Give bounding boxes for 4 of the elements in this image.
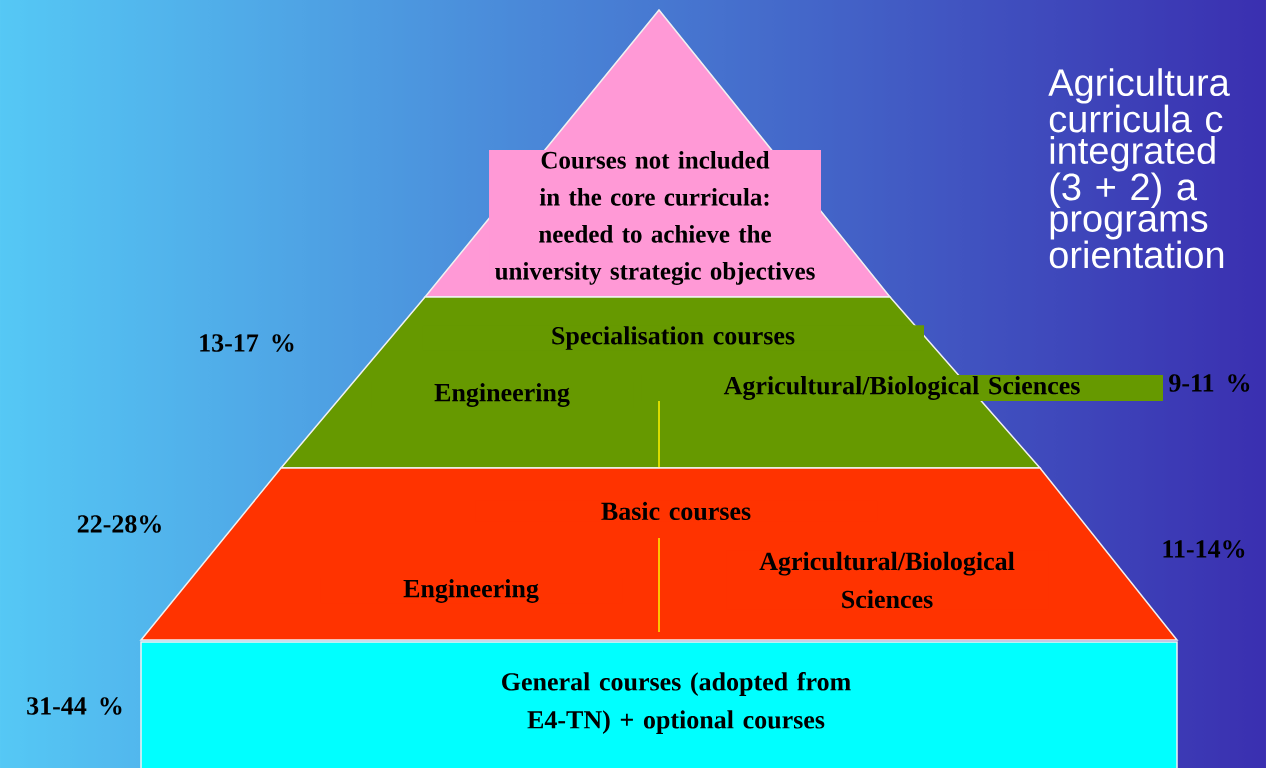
side-note: Agricultura curricula c integrated (3 + 2) a programs orientation: [1048, 68, 1230, 269]
percentage-label: 9-11 %: [1169, 374, 1250, 392]
pyramid-layer: General courses (adopted from E4-TN) + optional courses: [140, 641, 1178, 768]
percentage-label: 31-44 %: [27, 697, 122, 715]
